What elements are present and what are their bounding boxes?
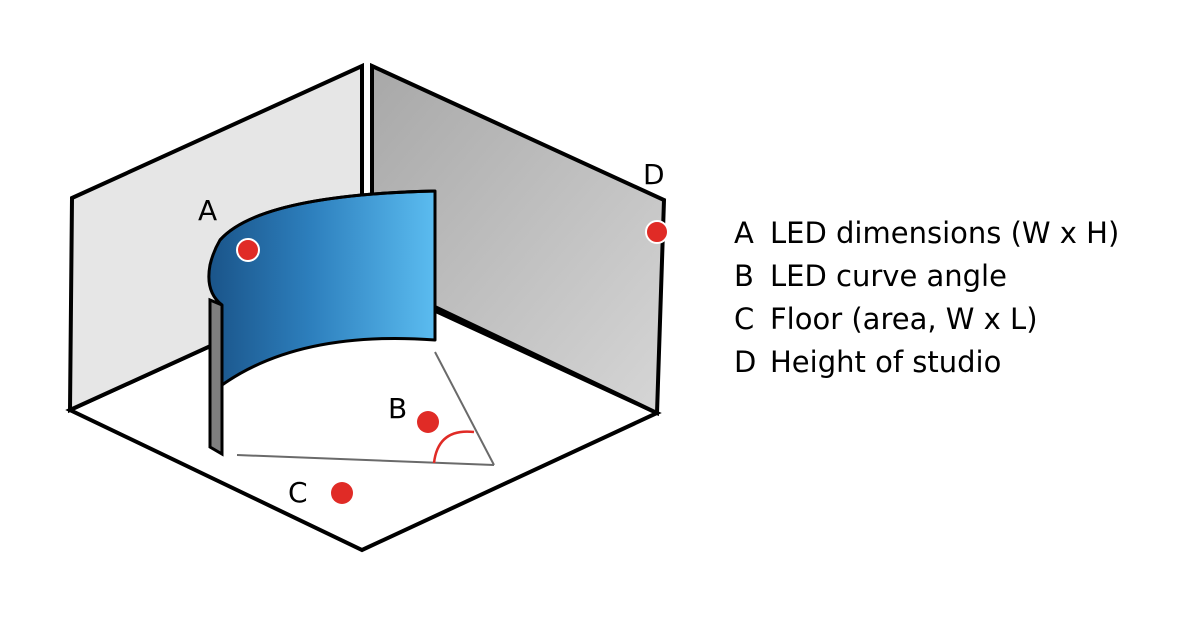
angle-line-right xyxy=(434,351,495,466)
led-wall-top-edge xyxy=(218,189,436,241)
marker-d-label: D xyxy=(643,158,665,191)
legend-letter: D xyxy=(734,345,757,379)
legend-text: LED curve angle xyxy=(770,259,1007,293)
legend-item-c: C Floor (area, W x L) xyxy=(734,298,1119,341)
legend: A LED dimensions (W x H) B LED curve angle… xyxy=(734,212,1119,384)
led-wall-back-edge xyxy=(208,297,224,457)
marker-a-label: A xyxy=(198,194,217,227)
marker-c-label: C xyxy=(288,476,308,509)
marker-b-label: B xyxy=(388,392,407,425)
legend-text: LED dimensions (W x H) xyxy=(770,216,1120,250)
angle-arc xyxy=(432,430,475,464)
legend-text: Floor (area, W x L) xyxy=(770,302,1038,336)
legend-letter: B xyxy=(734,259,754,293)
marker-c-dot xyxy=(331,482,353,504)
marker-a-dot xyxy=(236,238,260,262)
legend-letter: A xyxy=(734,216,754,250)
legend-item-a: A LED dimensions (W x H) xyxy=(734,212,1119,255)
legend-text: Height of studio xyxy=(770,345,1002,379)
marker-d-dot xyxy=(645,220,669,244)
angle-line-left xyxy=(236,454,495,466)
legend-letter: C xyxy=(734,302,755,336)
legend-item-d: D Height of studio xyxy=(734,341,1119,384)
marker-b-dot xyxy=(417,411,439,433)
legend-item-b: B LED curve angle xyxy=(734,255,1119,298)
